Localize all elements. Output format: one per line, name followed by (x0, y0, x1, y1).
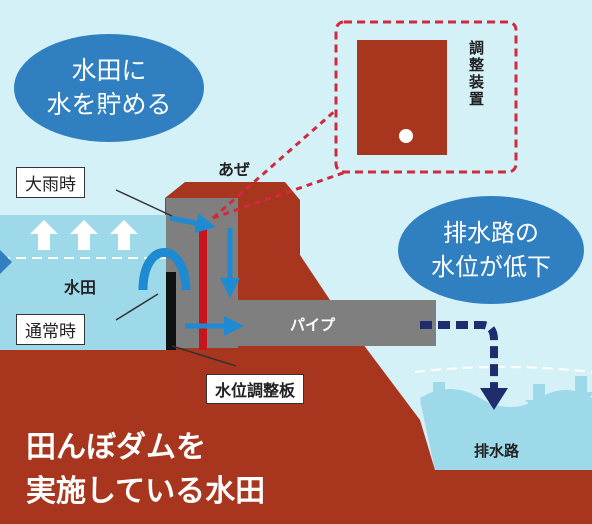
falling-arrows (425, 376, 592, 414)
red-plate (199, 222, 207, 350)
pipe-label: パイプ (290, 316, 336, 334)
adjustment-board (166, 272, 176, 350)
edge-marker (0, 250, 12, 274)
overflow-arrow (169, 213, 216, 234)
board-leader (171, 345, 237, 367)
callout-line-top (212, 108, 337, 220)
board-label: 水位調整板 (206, 374, 305, 404)
outflow-dashed-arrow (420, 321, 498, 392)
drain-level-bubble: 排水路の 水位が低下 (398, 196, 584, 304)
down-arrow (425, 382, 453, 412)
device-title: 調整装置 (467, 40, 485, 108)
up-arrow (110, 220, 138, 250)
levee-label: あぜ (218, 160, 251, 179)
up-arrow (30, 220, 58, 250)
up-arrow (70, 220, 98, 250)
store-water-bubble: 水田に 水を貯める (14, 34, 204, 142)
callout-line-bottom (212, 170, 347, 220)
normal-label: 通常時 (16, 314, 85, 345)
paddy-label: 水田 (64, 278, 97, 297)
drain-label: 排水路 (474, 442, 520, 460)
down-arrow (567, 376, 592, 406)
normal-leader (115, 293, 159, 321)
device-hole (399, 129, 413, 143)
outflow-arrowhead (480, 388, 508, 410)
drain-surface (414, 366, 592, 373)
soil (0, 182, 592, 524)
heavy-rain-leader (115, 189, 173, 217)
page-title: 田んぼダムを 実施している水田 (26, 430, 266, 509)
normal-flow-arrow (138, 248, 191, 291)
down-arrow (525, 384, 553, 414)
rising-arrows (30, 220, 138, 250)
drain-water (420, 389, 592, 470)
heavy-rain-label: 大雨時 (16, 167, 85, 198)
pipe (166, 300, 436, 346)
